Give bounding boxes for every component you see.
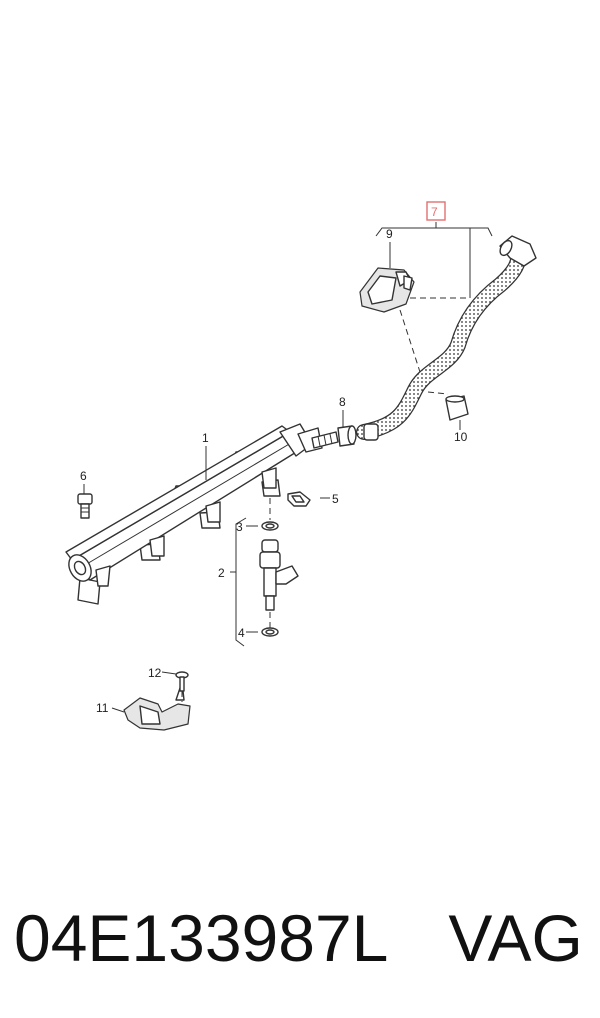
hose-connector: [337, 425, 357, 447]
callout-5: 5: [332, 492, 339, 506]
retaining-clip: [287, 491, 311, 507]
callout-8: 8: [339, 395, 346, 409]
part-number: 04E133987L: [14, 901, 389, 975]
part-caption: 04E133987L VAG: [14, 888, 594, 988]
callout-9: 9: [386, 227, 393, 241]
fuel-rail: [65, 423, 339, 605]
leader-lines: [83, 222, 493, 713]
callout-7-highlight: [426, 201, 446, 221]
callout-6: 6: [80, 469, 87, 483]
screw: [175, 671, 189, 692]
parts-diagram: 1 2 3 4 5 6 7 8 9 10 11 12: [65, 201, 537, 731]
callout-4: 4: [238, 626, 245, 640]
brand-label: VAG: [448, 901, 583, 975]
injector-assembly: [259, 521, 299, 637]
fuel-hose: [356, 235, 537, 441]
callout-12: 12: [148, 666, 162, 680]
bolt: [77, 493, 93, 519]
rubber-bush: [445, 395, 469, 421]
hose-bracket: [359, 267, 415, 313]
callout-3: 3: [236, 520, 243, 534]
callout-7: 7: [431, 205, 438, 219]
callout-1: 1: [202, 431, 209, 445]
callout-2: 2: [218, 566, 225, 580]
callout-11: 11: [96, 701, 109, 715]
callout-10: 10: [454, 430, 468, 444]
